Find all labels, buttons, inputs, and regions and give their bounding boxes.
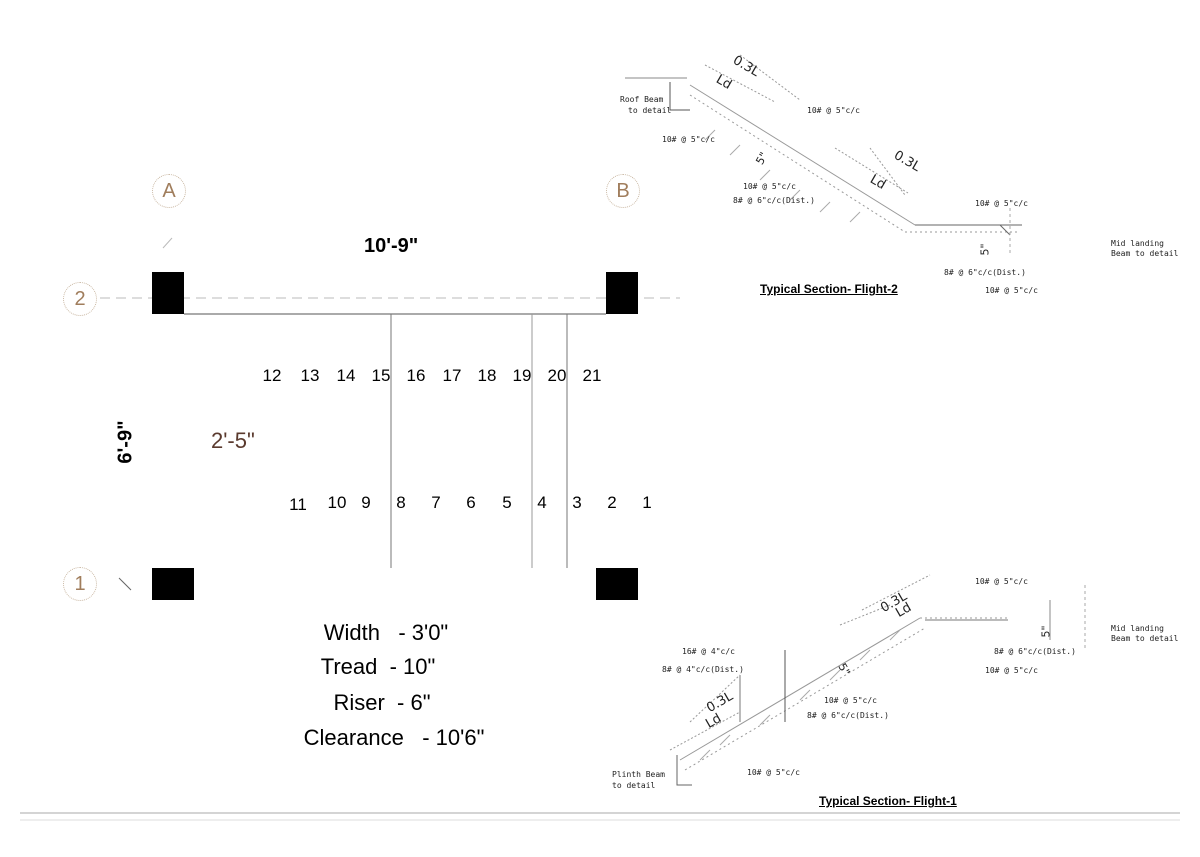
column-a1 — [152, 568, 194, 600]
step-number: 1 — [642, 493, 652, 512]
mid-landing-label: Mid landing — [1111, 239, 1164, 248]
rebar-note: 10# @ 5"c/c — [662, 135, 715, 144]
grid-bubble-b: B — [606, 174, 640, 208]
grid-tick-1 — [118, 577, 132, 591]
step-number: 17 — [442, 366, 462, 385]
step-number: 19 — [512, 366, 532, 385]
step-number: 15 — [371, 366, 391, 385]
plinth-beam-label: Plinth Beam — [612, 770, 665, 779]
step-number: 20 — [547, 366, 567, 385]
grid-label: 2 — [74, 287, 86, 310]
rebar-note: 10# @ 5"c/c — [975, 577, 1028, 586]
mid-landing-label: Beam to detail — [1111, 634, 1179, 643]
rebar-note: 16# @ 4"c/c — [682, 647, 735, 656]
rebar-note: 10# @ 5"c/c — [985, 666, 1038, 675]
rebar-note: 10# @ 5"c/c — [824, 696, 877, 705]
step-number: 18 — [477, 366, 497, 385]
rebar-note: 10# @ 5"c/c — [985, 286, 1038, 295]
rebar-note: 10# @ 5"c/c — [743, 182, 796, 191]
dim-5in: 5" — [978, 243, 992, 256]
spec-line: Width - 3'0" — [323, 620, 449, 645]
rebar-note: 8# @ 6"c/c(Dist.) — [807, 711, 889, 720]
rebar-note: 10# @ 5"c/c — [747, 768, 800, 777]
step-number: 11 — [289, 495, 307, 514]
step-number: 12 — [262, 366, 282, 385]
flight1-title: Typical Section- Flight-1 — [819, 794, 957, 808]
grid-bubble-1: 1 — [63, 567, 97, 601]
rebar-note: 10# @ 5"c/c — [975, 199, 1028, 208]
plinth-beam-label: to detail — [612, 781, 656, 790]
step-number: 9 — [361, 493, 371, 512]
dimension-width: 6'-9" — [114, 420, 137, 464]
step-number: 13 — [300, 366, 320, 385]
mid-landing-label: Mid landing — [1111, 624, 1164, 633]
grid-bubble-a: A — [152, 174, 186, 208]
grid-label: A — [162, 179, 176, 202]
mid-landing-label: Beam to detail — [1111, 249, 1179, 258]
step-number: 5 — [502, 493, 512, 512]
spec-line: Clearance - 10'6" — [303, 725, 485, 750]
rebar-note: 10# @ 5"c/c — [807, 106, 860, 115]
step-number: 14 — [336, 366, 356, 385]
column-b1 — [596, 568, 638, 600]
grid-tick-a — [162, 237, 173, 249]
grid-label: B — [616, 179, 630, 202]
spec-line: Tread - 10" — [320, 654, 436, 679]
step-number: 3 — [572, 493, 582, 512]
dim-5in: 5" — [1039, 625, 1053, 638]
rebar-note: 8# @ 6"c/c(Dist.) — [994, 647, 1076, 656]
column-b2 — [606, 272, 638, 314]
step-number: 21 — [582, 366, 602, 385]
step-number: 6 — [466, 493, 476, 512]
rebar-note: 8# @ 4"c/c(Dist.) — [662, 665, 744, 674]
step-number: 7 — [431, 493, 441, 512]
spec-line: Riser - 6" — [333, 690, 431, 715]
dimension-landing: 2'-5" — [211, 428, 255, 453]
flight1-section — [669, 574, 1086, 786]
step-number: 10 — [327, 493, 347, 512]
roof-beam-label: Roof Beam — [620, 95, 664, 104]
rebar-note: 8# @ 6"c/c(Dist.) — [944, 268, 1026, 277]
step-number: 4 — [537, 493, 547, 512]
step-number: 2 — [607, 493, 617, 512]
column-a2 — [152, 272, 184, 314]
roof-beam-label: to detail — [628, 106, 672, 115]
step-number: 8 — [396, 493, 406, 512]
grid-bubble-2: 2 — [63, 282, 97, 316]
flight2-section — [625, 54, 1022, 255]
grid-label: 1 — [74, 572, 86, 595]
rebar-note: 8# @ 6"c/c(Dist.) — [733, 196, 815, 205]
step-number: 16 — [406, 366, 426, 385]
flight2-title: Typical Section- Flight-2 — [760, 282, 898, 296]
dimension-length: 10'-9" — [364, 235, 419, 257]
